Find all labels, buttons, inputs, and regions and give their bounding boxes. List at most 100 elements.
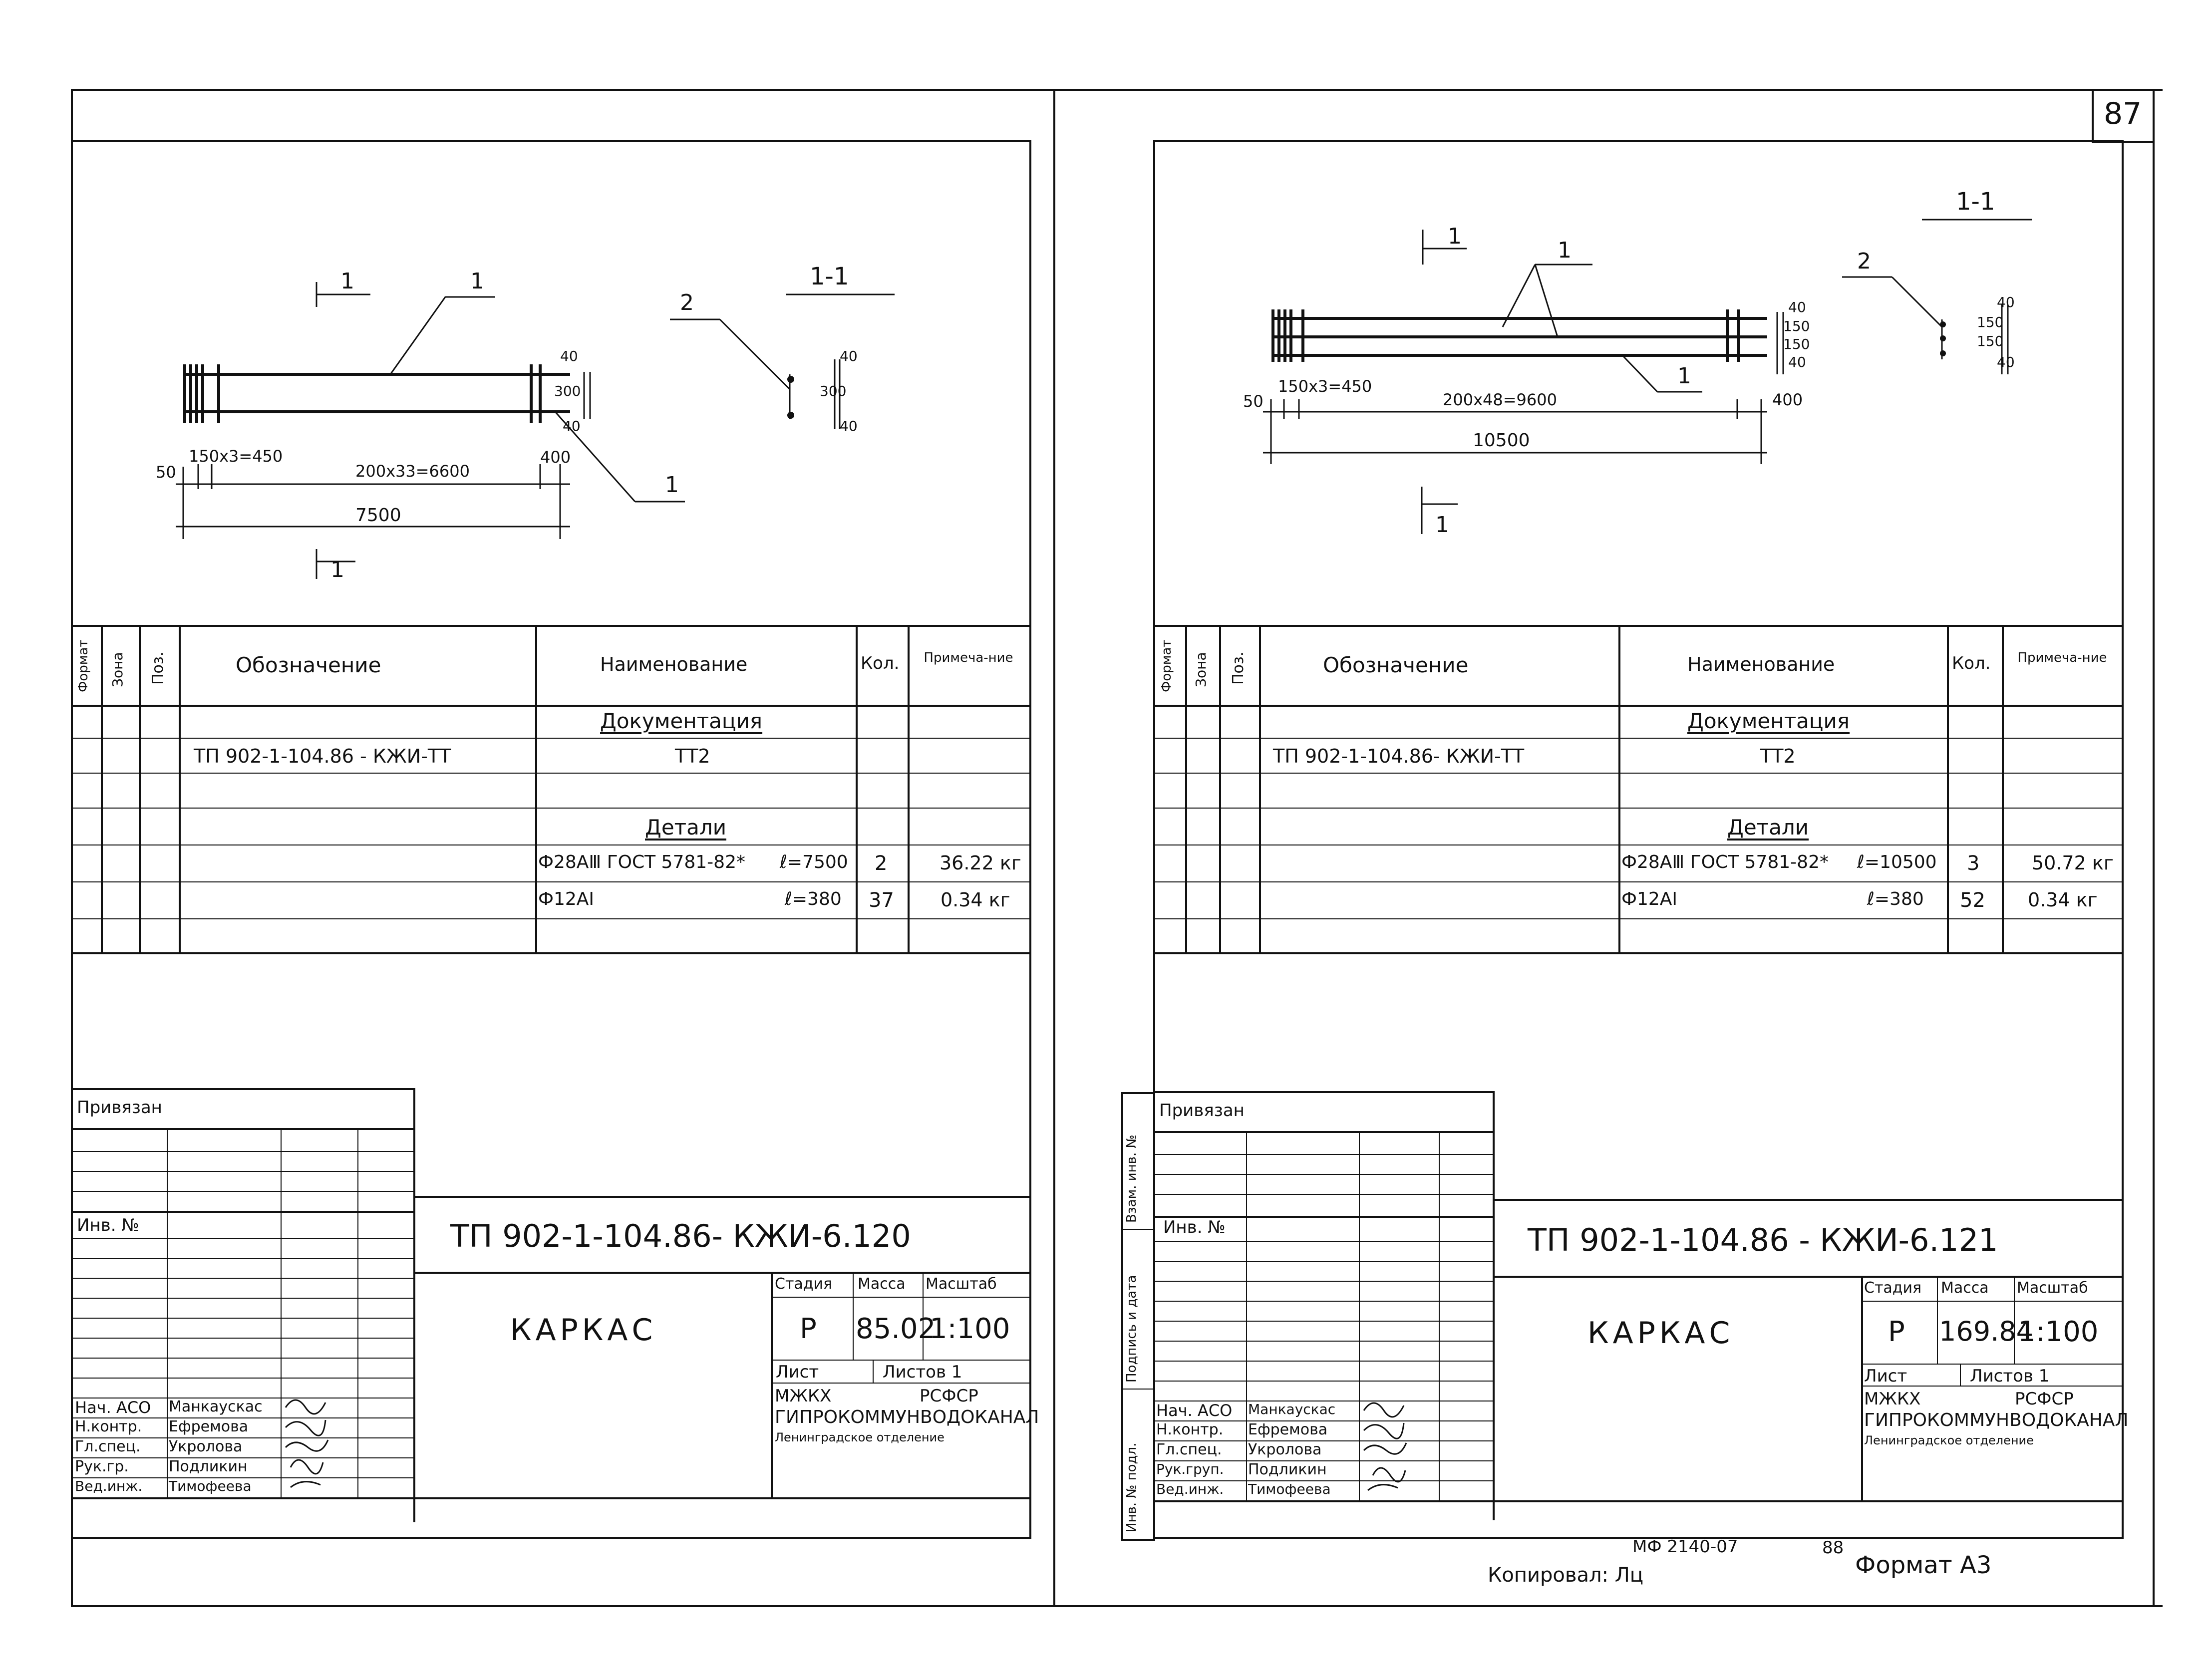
r-staff-name-2: Укролова bbox=[1248, 1441, 1322, 1458]
r-callout-1-bottom: 1 bbox=[1677, 363, 1691, 389]
drawing-name: КАРКАС bbox=[510, 1313, 657, 1348]
org-1: МЖКХ bbox=[775, 1386, 832, 1406]
doc-heading: Документация bbox=[600, 709, 763, 733]
row2-note: 0.34 кг bbox=[941, 889, 1010, 911]
section-mark-top: 1 bbox=[340, 269, 354, 294]
r-details-heading: Детали bbox=[1727, 815, 1809, 840]
r-hdr-qty: Кол. bbox=[1952, 653, 1991, 673]
dim-end-spacing: 150x3=450 bbox=[189, 447, 283, 466]
r-dim-b-2: 150 bbox=[1977, 333, 2004, 349]
r-staff-role-3: Рук.груп. bbox=[1156, 1461, 1224, 1477]
r-dim-end-spacing: 150x3=450 bbox=[1278, 377, 1372, 396]
r-org-1: МЖКХ bbox=[1864, 1389, 1921, 1409]
r-doc-name: ТТ2 bbox=[1760, 745, 1796, 767]
scale-value: 1:100 bbox=[930, 1313, 1010, 1345]
staff-role-3: Рук.гр. bbox=[75, 1458, 129, 1475]
staff-role-0: Нач. АСО bbox=[75, 1398, 151, 1417]
sheet-right: 1 1 1-1 1 1 2 50 150x3=450 200x48=9600 4… bbox=[1121, 140, 2128, 1541]
spec-table-right: Формат Зона Поз. Обозначение Наименовани… bbox=[1153, 625, 2122, 969]
r-section-mark-bottom: 1 bbox=[1435, 512, 1449, 538]
r-row2-length: ℓ=380 bbox=[1867, 889, 1924, 909]
spec-table-left: Формат Зона Поз. Обозначение Наименовани… bbox=[71, 625, 1029, 969]
mass-value: 85.02 bbox=[856, 1313, 936, 1345]
dim-main-spacing: 200x33=6600 bbox=[355, 462, 470, 481]
r-dim-b-0: 40 bbox=[1997, 294, 2015, 310]
hdr-name: Наименование bbox=[600, 653, 748, 675]
staff-name-3: Подликин bbox=[169, 1458, 248, 1475]
r-staff-role-1: Н.контр. bbox=[1156, 1421, 1224, 1438]
staff-role-2: Гл.спец. bbox=[75, 1438, 141, 1455]
dim-section-a-0: 40 bbox=[560, 348, 578, 364]
r-doc-designation: ТП 902-1-104.86- КЖИ-ТТ bbox=[1273, 745, 1525, 767]
r-hdr-pos: Поз. bbox=[1230, 651, 1247, 685]
side-vzam: Взам. инв. № bbox=[1124, 1134, 1139, 1223]
r-staff-role-0: Нач. АСО bbox=[1156, 1401, 1233, 1420]
r-row2-note: 0.34 кг bbox=[2028, 889, 2098, 911]
staff-role-1: Н.контр. bbox=[75, 1418, 142, 1435]
r-dim-400: 400 bbox=[1772, 390, 1803, 409]
stage-value: Р bbox=[800, 1313, 817, 1345]
dim-total: 7500 bbox=[355, 505, 401, 526]
page-number: 87 bbox=[2104, 96, 2142, 131]
r-sheet-label: Лист bbox=[1864, 1366, 1907, 1386]
sheet-label: Лист bbox=[776, 1362, 819, 1382]
privyazan: Привязан bbox=[77, 1098, 162, 1118]
top-border bbox=[71, 89, 2163, 91]
footer-number: 88 bbox=[1822, 1538, 1844, 1558]
dim-section-b-1: 300 bbox=[820, 383, 847, 399]
r-hdr-designation: Обозначение bbox=[1323, 653, 1469, 677]
r-dim-total: 10500 bbox=[1473, 430, 1530, 451]
inv-no: Инв. № bbox=[77, 1215, 139, 1235]
r-stage-value: Р bbox=[1888, 1316, 1905, 1348]
r-section-title: 1-1 bbox=[1956, 188, 1995, 216]
r-dim-a-3: 40 bbox=[1788, 354, 1806, 370]
row1-name: Ф28АⅢ ГОСТ 5781-82* bbox=[538, 852, 745, 872]
r-section-mark-top: 1 bbox=[1448, 224, 1462, 249]
dim-50: 50 bbox=[156, 463, 176, 482]
r-row1-qty: 3 bbox=[1967, 852, 1980, 875]
r-dim-a-0: 40 bbox=[1788, 299, 1806, 315]
r-org-4: Ленинградское отделение bbox=[1864, 1433, 2034, 1447]
hdr-zone: Зона bbox=[109, 652, 126, 687]
r-staff-name-0: Манкаускас bbox=[1248, 1401, 1336, 1417]
callout-2: 2 bbox=[680, 290, 694, 315]
r-row1-name: Ф28АⅢ ГОСТ 5781-82* bbox=[1621, 852, 1829, 872]
beam-drawing-right bbox=[1263, 219, 2032, 534]
dim-section-b-0: 40 bbox=[840, 348, 858, 364]
org-3: ГИПРОКОММУНВОДОКАНАЛ bbox=[775, 1407, 1039, 1427]
sheets-label: Листов 1 bbox=[883, 1362, 962, 1382]
left-border bbox=[71, 89, 73, 1606]
r-staff-name-4: Тимофеева bbox=[1248, 1481, 1331, 1497]
r-org-3: ГИПРОКОММУНВОДОКАНАЛ bbox=[1864, 1410, 2129, 1430]
bottom-border bbox=[71, 1605, 2163, 1607]
callout-1-top: 1 bbox=[470, 269, 484, 294]
section-mark-bottom: 1 bbox=[330, 557, 344, 582]
row1-length: ℓ=7500 bbox=[780, 852, 848, 872]
footer-copied: Копировал: Лц bbox=[1488, 1564, 1644, 1587]
dim-section-a-2: 40 bbox=[563, 418, 581, 434]
dim-400: 400 bbox=[540, 448, 571, 467]
r-dim-50: 50 bbox=[1243, 392, 1263, 411]
r-hdr-name: Наименование bbox=[1687, 653, 1835, 675]
staff-role-4: Вед.инж. bbox=[75, 1478, 143, 1494]
hdr-format: Формат bbox=[76, 639, 91, 693]
title-block-right: Привязан Инв. № ТП 902-1-104.86 - КЖИ-6.… bbox=[1153, 1091, 2128, 1537]
details-heading: Детали bbox=[645, 815, 726, 840]
center-divider bbox=[1053, 89, 1055, 1606]
r-mass-value: 169.84 bbox=[1939, 1316, 2033, 1347]
hdr-designation: Обозначение bbox=[236, 653, 381, 677]
sheet-left: 1 1 1-1 1 1 2 50 150x3=450 200x33=6600 4… bbox=[71, 140, 1039, 1539]
r-scale-value: 1:100 bbox=[2018, 1316, 2099, 1348]
r-drawing-name: КАРКАС bbox=[1587, 1316, 1734, 1351]
row1-qty: 2 bbox=[875, 852, 888, 875]
hdr-pos: Поз. bbox=[149, 651, 167, 685]
right-border bbox=[2153, 89, 2155, 1606]
callout-1-bottom: 1 bbox=[665, 472, 679, 498]
r-privyazan: Привязан bbox=[1159, 1101, 1245, 1120]
r-doc-heading: Документация bbox=[1687, 709, 1850, 733]
doc-designation: ТП 902-1-104.86 - КЖИ-ТТ bbox=[194, 745, 451, 767]
title-block-left: Привязан Инв. № ТП 902-1-104.86- КЖИ-6.1… bbox=[71, 1088, 1039, 1537]
footer-format: Формат А3 bbox=[1855, 1551, 1992, 1579]
r-callout-2: 2 bbox=[1857, 249, 1871, 274]
r-inv-no: Инв. № bbox=[1163, 1217, 1226, 1237]
